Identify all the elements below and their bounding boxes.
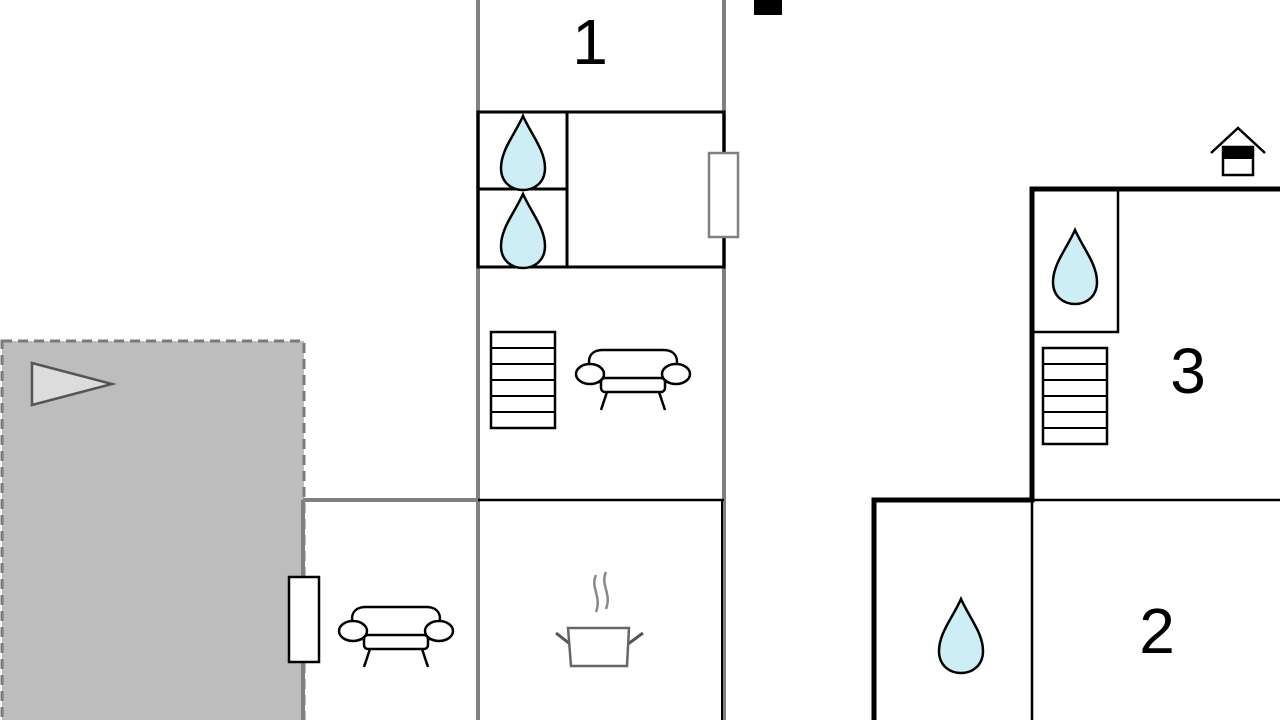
door (287, 575, 321, 664)
compass-arrow-icon (30, 361, 117, 407)
water-drop-icon (499, 192, 547, 270)
cooking-pot-icon (555, 571, 644, 668)
terrace-area (0, 339, 306, 720)
water-drop-icon (499, 114, 547, 192)
stairs-icon (489, 330, 557, 430)
right-building-walls (871, 186, 1280, 720)
door (707, 151, 740, 239)
room-3-label: 3 (1170, 335, 1206, 407)
room-2-label: 2 (1139, 595, 1175, 667)
stairs-icon (1041, 346, 1109, 446)
house-entrance-icon (1210, 126, 1266, 177)
sofa-icon (574, 348, 692, 412)
water-drop-icon (1051, 228, 1099, 306)
water-drop-icon (937, 597, 985, 675)
entrance-marker (754, 0, 782, 15)
room-1-label: 1 (572, 6, 608, 78)
sofa-icon (337, 605, 455, 669)
